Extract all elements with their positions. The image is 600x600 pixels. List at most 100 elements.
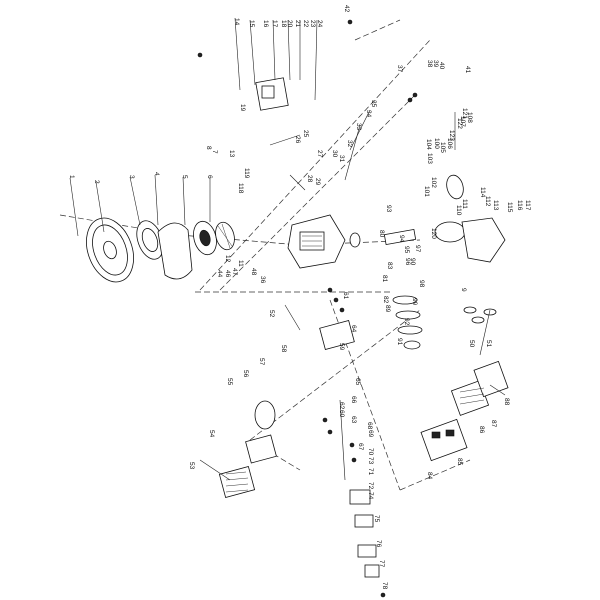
part-label: 34 [365,110,372,118]
part-label: 88 [503,398,510,406]
part-label: 81 [381,275,388,283]
part-label: 18 [280,20,287,28]
part-label: 122 [456,118,463,129]
part-label: 95 [403,246,410,254]
part-label: 17 [271,20,278,28]
part-label: 36 [259,276,266,284]
part-label: 77 [378,560,385,568]
part-label: 107 [459,116,466,127]
part-label: 6 [206,175,213,179]
part-label: 99 [411,298,418,306]
part-label: 27 [316,150,323,158]
part-label: 94 [398,235,405,243]
part-label: 12 [224,255,231,263]
part-label: 100 [433,138,440,149]
part-label: 46 [224,270,231,278]
part-label: 89 [384,305,391,313]
part-label: 58 [280,345,287,353]
part-label: 42 [343,5,350,13]
part-label: 59 [338,343,345,351]
part-label: 78 [381,582,388,590]
piston-rings [392,295,423,350]
part-label: 56 [242,370,249,378]
part-label: 112 [484,196,491,207]
muffler [245,400,277,464]
part-label: 63 [350,416,357,424]
part-label: 7 [211,150,218,154]
part-label: 70 [367,448,374,456]
part-label: 5 [181,175,188,179]
part-label: 111 [461,199,468,209]
part-label: 96 [404,258,411,266]
part-label: 83 [386,262,393,270]
part-label: 24 [316,20,323,28]
throttle-linkage [269,134,306,331]
part-label: 98 [418,280,425,288]
engine-mounts [463,306,497,324]
part-label: 4 [153,172,160,176]
alternator-stator [434,174,466,243]
part-label: 1 [68,175,75,179]
part-label: 2 [93,180,100,184]
rear-housing [461,217,506,263]
engine-block [287,214,346,269]
part-label: 11 [237,260,244,267]
part-label: 33 [355,123,362,131]
part-label: 113 [492,200,499,211]
part-label: 26 [294,136,301,144]
cooling-fan [215,221,235,251]
part-label: 47 [231,268,238,276]
part-label: 65 [354,378,361,386]
part-label: 53 [188,462,195,470]
part-label: 48 [250,268,257,276]
part-label: 116 [516,200,523,211]
part-label: 117 [524,200,531,211]
part-label: 3 [128,175,135,179]
part-label: 120 [430,228,437,239]
part-label: 72 [367,482,374,490]
fan-shroud [157,222,193,280]
small-fasteners [197,19,418,598]
part-label: 108 [466,112,473,123]
part-label: 104 [425,139,432,150]
part-label: 29 [314,178,321,186]
part-label: 52 [268,310,275,318]
carburetor-body [255,77,289,111]
part-label: 101 [423,186,430,197]
part-label: 55 [226,378,233,386]
part-label: 92 [403,318,410,326]
part-label: 19 [239,104,246,112]
air-filter [450,360,509,416]
part-label: 40 [438,62,445,70]
part-label: 35 [370,100,377,108]
part-label: 31 [338,155,345,163]
cylinder-head [319,320,355,350]
part-label: 119 [243,168,250,179]
part-number-labels: 1 2 3 4 5 6 7 8 9 11 12 13 14 15 16 17 1… [68,5,531,590]
part-label: 91 [396,338,403,346]
part-label: 38 [426,60,433,68]
part-label: 115 [506,202,513,213]
part-label: 69 [367,430,374,438]
part-label: 62 [338,402,345,410]
part-label: 15 [248,20,255,28]
crankshaft [349,229,417,248]
part-label: 21 [294,20,301,28]
part-label: 32 [346,140,353,148]
part-label: 102 [430,177,437,188]
part-label: 86 [478,426,485,434]
part-label: 22 [302,20,309,28]
part-label: 103 [426,153,433,164]
part-label: 67 [357,443,364,451]
part-label: 68 [366,422,373,430]
part-label: 87 [490,420,497,428]
part-label: 90 [409,258,416,266]
part-label: 121 [461,108,468,119]
part-label: 39 [432,60,439,68]
part-label: 23 [309,20,316,28]
part-label: 61 [342,292,349,300]
part-label: 66 [350,396,357,404]
part-label: 51 [485,340,492,348]
part-label: 54 [208,430,215,438]
